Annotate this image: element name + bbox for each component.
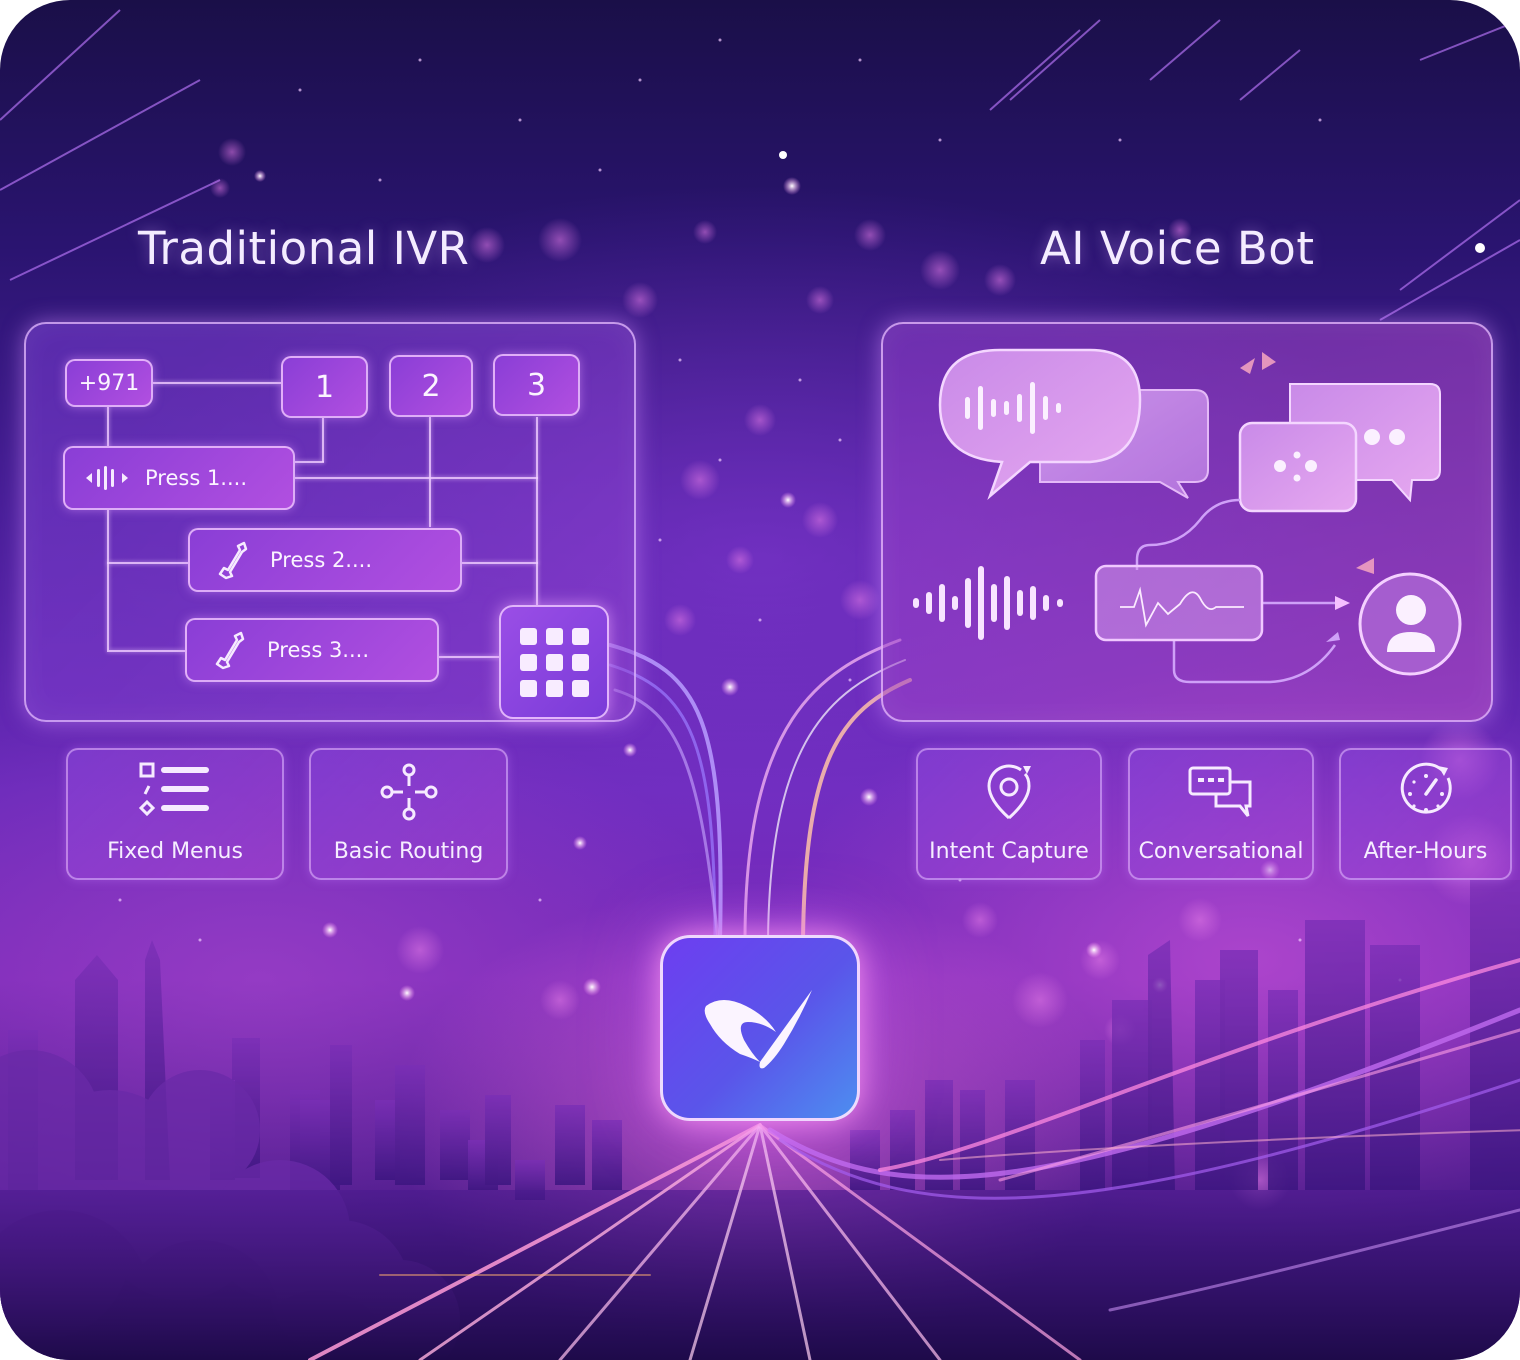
stopwatch-icon (1341, 760, 1510, 824)
prompt-label: Press 2.... (270, 548, 373, 572)
feature-label: Conversational (1138, 839, 1304, 864)
digit-key-1: 1 (281, 356, 368, 418)
feature-label: Basic Routing (333, 839, 484, 864)
target-pin-icon (918, 760, 1100, 824)
feature-fixed-menus: Fixed Menus (66, 748, 284, 880)
ai-voice-bot-title: AI Voice Bot (1040, 222, 1315, 275)
phone-handset-icon (204, 540, 260, 580)
brand-checkmark-logo (704, 990, 812, 1069)
prompt-label: Press 1.... (145, 466, 248, 490)
dial-keypad-icon (499, 605, 609, 719)
brand-logo-tile (660, 935, 860, 1121)
audio-wave-icon (79, 464, 135, 492)
feature-label: Intent Capture (929, 839, 1089, 864)
feature-label: Fixed Menus (107, 839, 243, 864)
checklist-icon (68, 760, 282, 824)
phone-handset-icon (201, 630, 257, 670)
prompt-press-2: Press 2.... (188, 528, 462, 592)
ai-voice-bot-panel (881, 322, 1493, 722)
traditional-ivr-title: Traditional IVR (138, 222, 470, 275)
country-code-node: +971 (65, 359, 153, 407)
feature-label: After-Hours (1363, 839, 1488, 864)
feature-basic-routing: Basic Routing (309, 748, 508, 880)
prompt-press-3: Press 3.... (185, 618, 439, 682)
prompt-label: Press 3.... (267, 638, 370, 662)
chat-conversation-icon (1130, 760, 1312, 824)
feature-intent-capture: Intent Capture (916, 748, 1102, 880)
feature-after-hours: After-Hours (1339, 748, 1512, 880)
prompt-press-1: Press 1.... (63, 446, 295, 510)
routing-nodes-icon (311, 760, 506, 824)
digit-key-3: 3 (493, 354, 580, 416)
digit-key-2: 2 (389, 355, 473, 417)
feature-conversational: Conversational (1128, 748, 1314, 880)
